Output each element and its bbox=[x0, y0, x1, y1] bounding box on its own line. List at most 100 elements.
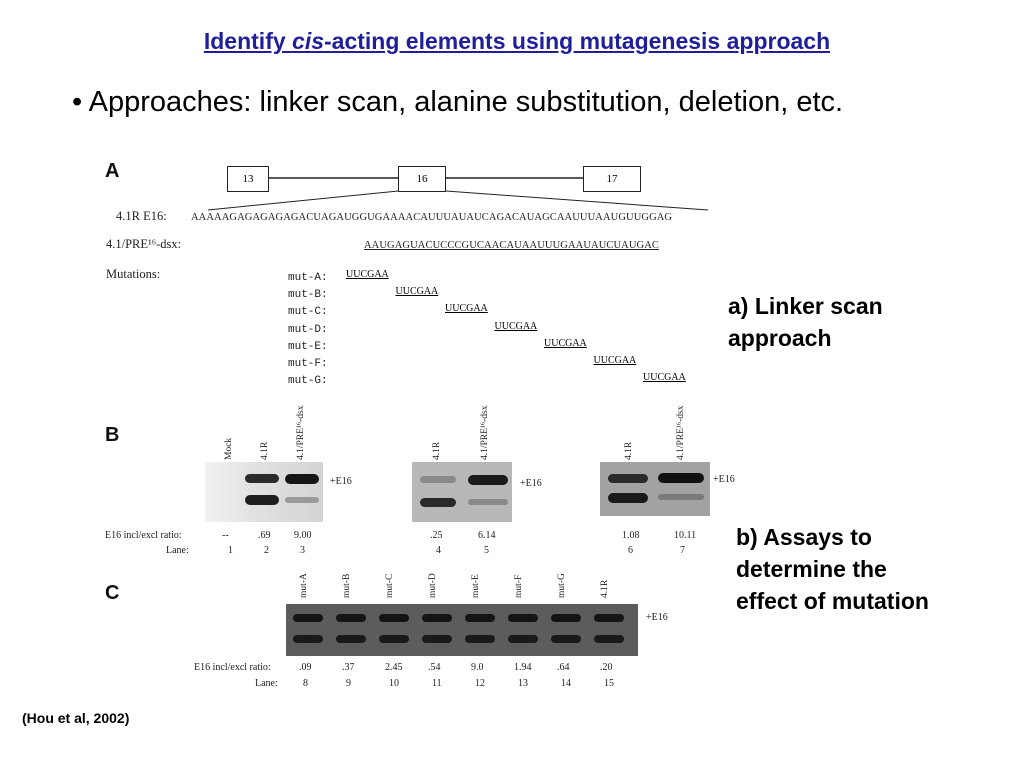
ratio-value: 10.11 bbox=[674, 530, 697, 541]
lane-number: 2 bbox=[264, 545, 269, 556]
ratio-value: 6.14 bbox=[478, 530, 496, 541]
gel-band bbox=[293, 635, 323, 643]
gel-band bbox=[594, 614, 624, 622]
exon-diagram bbox=[207, 177, 709, 211]
ratio-value: 9.00 bbox=[294, 530, 312, 541]
lane-name: mut-G bbox=[557, 573, 567, 598]
lane-number: 13 bbox=[518, 678, 528, 689]
band-label: +E16 bbox=[713, 474, 735, 485]
ratio-value: .37 bbox=[342, 662, 355, 673]
note-line: a) Linker scan bbox=[728, 293, 883, 319]
ratio-value: 9.0 bbox=[471, 662, 484, 673]
panel-b-label: B bbox=[105, 424, 120, 446]
gel-band bbox=[658, 494, 704, 500]
gel-band bbox=[336, 614, 366, 622]
title-suffix: -acting elements using mutagenesis appro… bbox=[324, 28, 831, 54]
lane-label: Lane: bbox=[166, 545, 189, 556]
mutant-sequence: UUCGAA bbox=[643, 372, 686, 384]
ratio-value: .20 bbox=[600, 662, 613, 673]
lane-number: 10 bbox=[389, 678, 399, 689]
ratio-value: .25 bbox=[430, 530, 443, 541]
mutant-name: mut-E: bbox=[288, 340, 328, 353]
e16-label: 4.1R E16: bbox=[116, 209, 167, 223]
dsx-sequence: AAUGAGUACUCCCGUCAACAUAAUUUGAAUAUCUAUGAC bbox=[364, 240, 659, 251]
gel-band bbox=[551, 614, 581, 622]
gel-band bbox=[465, 635, 495, 643]
gel-c bbox=[286, 604, 638, 656]
gel-band bbox=[658, 473, 704, 483]
e16-sequence: AAAAAGAGAGAGAGACUAGAUGGUGAAAACAUUUAUAUCA… bbox=[191, 212, 673, 223]
lane-name: 4.1R bbox=[600, 579, 610, 598]
gel-b2 bbox=[412, 462, 512, 522]
ratio-value: .69 bbox=[258, 530, 271, 541]
mutant-name: mut-G: bbox=[288, 375, 328, 388]
gel-band bbox=[608, 474, 648, 483]
lane-number: 15 bbox=[604, 678, 614, 689]
lane-number: 5 bbox=[484, 545, 489, 556]
gel-band bbox=[420, 498, 456, 507]
note-line: approach bbox=[728, 325, 832, 351]
lane-number: 9 bbox=[346, 678, 351, 689]
band-label: +E16 bbox=[520, 478, 542, 489]
lane-number: 8 bbox=[303, 678, 308, 689]
lane-name: mut-F bbox=[514, 574, 524, 598]
ratio-label: E16 incl/excl ratio: bbox=[194, 662, 271, 673]
gel-band bbox=[508, 635, 538, 643]
ratio-value: 1.94 bbox=[514, 662, 532, 673]
title-prefix: Identify bbox=[203, 28, 293, 54]
gel-band bbox=[245, 495, 279, 505]
ratio-value: 1.08 bbox=[622, 530, 640, 541]
exon-13: 13 bbox=[227, 166, 269, 192]
gel-band bbox=[422, 614, 452, 622]
ratio-value: .54 bbox=[428, 662, 441, 673]
mutant-name: mut-A: bbox=[288, 272, 328, 284]
gel-band bbox=[336, 635, 366, 643]
ratio-value: 2.45 bbox=[385, 662, 403, 673]
linker-scan-note: a) Linker scan approach bbox=[728, 290, 883, 354]
lane-name: mut-E bbox=[471, 574, 481, 598]
zoom-line bbox=[207, 190, 399, 211]
gel-band bbox=[551, 635, 581, 643]
lane-label: Lane: bbox=[255, 678, 278, 689]
gel-band bbox=[285, 497, 319, 503]
lane-name: 4.1/PRE¹⁶-dsx bbox=[296, 405, 306, 460]
gel-band bbox=[422, 635, 452, 643]
mutant-name: mut-D: bbox=[288, 323, 328, 336]
gel-band bbox=[285, 474, 319, 484]
note-line: b) Assays to bbox=[736, 524, 872, 550]
lane-number: 14 bbox=[561, 678, 571, 689]
lane-name: 4.1R bbox=[260, 441, 270, 460]
lane-name: mut-D bbox=[428, 573, 438, 598]
lane-number: 3 bbox=[300, 545, 305, 556]
lane-number: 4 bbox=[436, 545, 441, 556]
ratio-value: -- bbox=[222, 530, 229, 541]
gel-band bbox=[468, 499, 508, 505]
title-italic: cis bbox=[292, 28, 325, 54]
mutant-sequence: UUCGAA bbox=[544, 337, 587, 349]
note-line: effect of mutation bbox=[736, 588, 929, 614]
exon-17: 17 bbox=[583, 166, 641, 192]
approaches-bullet: • Approaches: linker scan, alanine subst… bbox=[72, 86, 844, 118]
lane-number: 7 bbox=[680, 545, 685, 556]
mutant-name: mut-B: bbox=[288, 289, 328, 302]
mutant-sequence: UUCGAA bbox=[346, 269, 389, 280]
gel-band bbox=[420, 476, 456, 483]
lane-number: 6 bbox=[628, 545, 633, 556]
lane-name: 4.1/PRE¹⁶-dsx bbox=[676, 405, 686, 460]
mutant-name: mut-F: bbox=[288, 358, 328, 370]
band-label: +E16 bbox=[330, 476, 352, 487]
lane-number: 11 bbox=[432, 678, 442, 689]
panel-a-label: A bbox=[105, 160, 120, 182]
ratio-value: .09 bbox=[299, 662, 312, 673]
lane-name: 4.1R bbox=[432, 441, 442, 460]
gel-band bbox=[293, 614, 323, 622]
gel-band bbox=[379, 635, 409, 643]
assays-note: b) Assays to determine the effect of mut… bbox=[736, 521, 929, 617]
slide-title: Identify cis-acting elements using mutag… bbox=[0, 28, 1024, 55]
gel-band bbox=[465, 614, 495, 622]
lane-name: 4.1/PRE¹⁶-dsx bbox=[480, 405, 490, 460]
gel-b1 bbox=[205, 462, 323, 522]
panel-c-label: C bbox=[105, 582, 120, 604]
gel-b3 bbox=[600, 462, 710, 516]
gel-band bbox=[508, 614, 538, 622]
